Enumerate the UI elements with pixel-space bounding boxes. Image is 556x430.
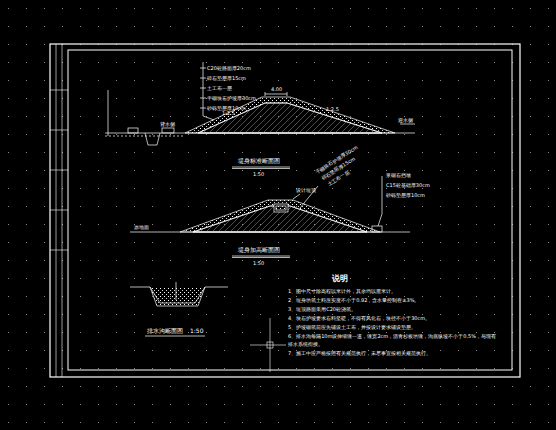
- section-title: 排水沟断面图: [147, 327, 183, 334]
- section-title: 堤身加高断面图: [238, 246, 280, 253]
- note-text: 4、块石护坡要求石料坚硬，不得有风化石，块径不小于30cm。: [288, 315, 500, 323]
- dimension-label: 1:2.5: [222, 110, 235, 116]
- cad-cursor: [250, 318, 286, 372]
- inner-frame: [68, 50, 512, 370]
- dimension-label: 设计堤顶: [296, 187, 316, 193]
- dimension-label: 原地面: [134, 224, 149, 230]
- note-text: 6、排水沟每隔10m设伸缩缝一道，缝宽2cm，沥青杉板填缝，沟底纵坡不小于0.5…: [288, 333, 500, 349]
- dimension-label: 1:2.5: [326, 106, 339, 112]
- embankment-section-1: [105, 62, 415, 169]
- note-text: 2、堤身填筑土料压实度不小于0.92，含水量控制在±3%。: [288, 297, 500, 305]
- dimension-label: C20砼路面厚20cm: [207, 65, 251, 71]
- note-text: 5、护坡砌筑前应先铺设土工布，并按设计要求铺设垫层。: [288, 324, 500, 332]
- note-text: 7、施工中应严格按照有关规范执行，未尽事宜按相关规范执行。: [288, 350, 500, 358]
- embankment-section-2: [130, 176, 410, 258]
- dimension-label: 背水侧: [160, 121, 175, 127]
- dimension-label: 砂砾垫层厚10cm: [386, 192, 425, 198]
- section-title: 堤身标准断面图: [238, 157, 280, 164]
- drain-ditch-section: [130, 282, 228, 336]
- dimension-label: 浆砌石挡墙: [386, 172, 411, 178]
- dimension-label: 迎水侧: [398, 117, 413, 123]
- section-title: 1:50: [190, 327, 203, 334]
- dimension-label: 1:50: [253, 260, 264, 266]
- note-text: 1、图中尺寸除高程以米计外，其余均以厘米计。: [288, 288, 500, 296]
- dimension-label: 1:50: [253, 171, 264, 177]
- notes-heading: 说明: [332, 274, 348, 284]
- note-text: 3、堤顶路面采用C20砼浇筑。: [288, 306, 500, 314]
- dimension-label: 土工布一层: [207, 85, 232, 91]
- dimension-label: 4.00: [271, 86, 282, 92]
- dimension-label: 碎石垫层厚15cm: [207, 75, 246, 81]
- dimension-label: C15砼基础厚30cm: [386, 182, 430, 188]
- title-strip: [50, 44, 68, 377]
- dimension-label: 干砌块石护坡厚30cm: [207, 95, 256, 101]
- outer-frame: [50, 44, 520, 377]
